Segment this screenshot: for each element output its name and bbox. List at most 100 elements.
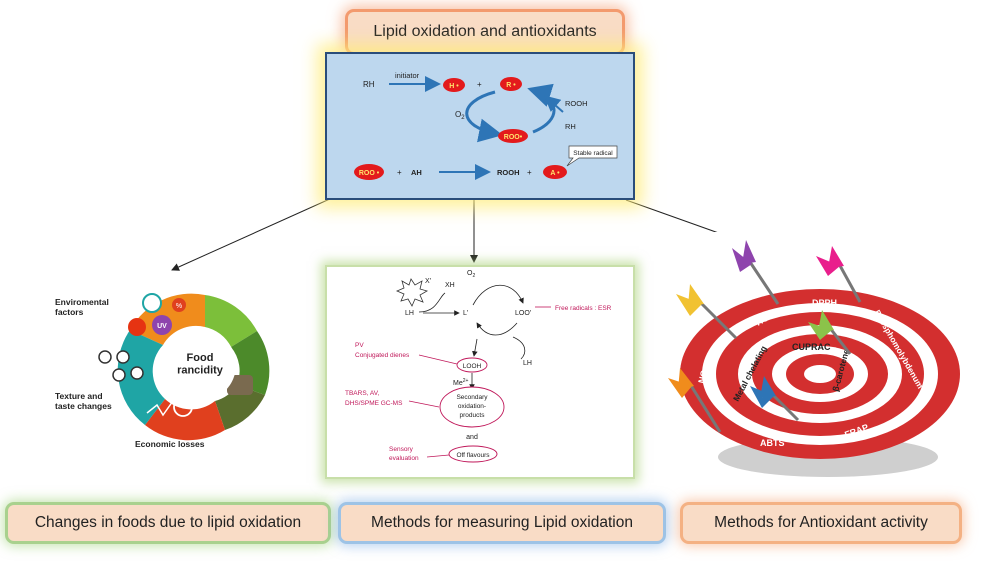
uv-icon [152, 315, 172, 335]
measuring-methods-box: Methods for measuring Lipid oxidation [341, 505, 663, 541]
dhs-label: DHS/SPME GC-MS [345, 400, 403, 407]
percent-label: % [176, 303, 182, 310]
roo-radical-label: ROO• [504, 134, 523, 141]
looh-pointer [418, 354, 458, 365]
propagation-arc-bottom [476, 322, 518, 336]
dart-shaft-magenta [836, 261, 862, 303]
arrow-to-food [171, 197, 333, 271]
abts-label: ABTS [760, 438, 785, 448]
dart-yellow [676, 284, 704, 316]
looh-oval [456, 357, 488, 373]
cycle-arc-left [465, 90, 503, 143]
mechanism-diagram: RH initiator H • + R • O2 ROOH RH ROO• R… [354, 71, 618, 180]
food-rancidity-center [164, 329, 236, 401]
percent-icon [172, 298, 186, 312]
roo-radical-oval [498, 129, 528, 143]
free-radicals-label: Free radicals : ESR [555, 305, 612, 312]
antioxidant-target-panel: DPPH HO Phosphomolybdenum Metal chelatin… [660, 232, 980, 487]
pv-label: PV [355, 342, 364, 349]
uv-label: UV [157, 323, 167, 330]
measuring-methods-panel: X' XH LH O2 L' LOO' Free radicals : ESR … [325, 265, 635, 479]
rooh-label: ROOH [565, 99, 588, 108]
propagation-to-looh [472, 338, 478, 357]
lh-label-2: LH [523, 360, 532, 367]
propagation-arc-top [472, 284, 524, 306]
changes-in-foods-label: Changes in foods due to lipid oxidation [34, 514, 302, 531]
taste-icon-3 [130, 366, 144, 380]
h-radical-oval [443, 78, 465, 92]
dart-blue [750, 376, 776, 408]
l-radical-label: L' [463, 310, 468, 317]
antioxidant-target: DPPH HO Phosphomolybdenum Metal chelatin… [668, 240, 960, 477]
roo-radical-oval-2 [354, 164, 384, 180]
dart-shaft-blue [770, 392, 800, 422]
dart-green [808, 310, 834, 340]
sensory-label-2: evaluation [389, 455, 419, 462]
secondary-pointer [408, 400, 440, 408]
taste-icon-1 [98, 350, 112, 364]
dollar-icon [173, 397, 193, 417]
o2-label: O2 [467, 270, 475, 279]
antioxidant-methods-label: Methods for Antioxidant activity [714, 514, 928, 531]
dart-orange [668, 368, 694, 398]
xh-label: XH [445, 282, 455, 289]
and-label: and [466, 434, 478, 441]
ring-segment-green [205, 295, 257, 347]
initiation-arrow [418, 292, 446, 313]
antioxidant-methods-box: Methods for Antioxidant activity [683, 505, 959, 541]
stable-callout [566, 145, 618, 167]
economic-losses-label: Economic losses [135, 439, 205, 449]
changes-in-foods-box: Changes in foods due to lipid oxidation [8, 505, 328, 541]
initiator-label: initiator [395, 71, 420, 80]
x-radical-label: X' [425, 278, 431, 285]
off-flavours-pointer [426, 454, 450, 458]
flame-icon [128, 318, 146, 336]
tbars-label: TBARS, AV, [345, 390, 380, 397]
dart-shaft-green [828, 327, 852, 355]
ah-label: AH [411, 168, 422, 177]
r-radical-oval [500, 77, 522, 91]
off-flavours-label: Off flavours [456, 452, 490, 459]
loss-chart-icon [146, 400, 174, 417]
stable-radical-label: Stable radical [573, 150, 613, 157]
lh-arc [512, 336, 526, 360]
roo-radical-label-2: ROO • [359, 170, 380, 177]
dart-shaft-orange [688, 383, 722, 433]
taste-icon-2 [116, 350, 130, 364]
dart-magenta [816, 246, 844, 276]
rh-label: RH [363, 80, 375, 89]
cycle-arc-right [527, 83, 556, 134]
a-radical-oval [543, 165, 567, 179]
secondary-label-3: products [460, 412, 486, 419]
looh-label: LOOH [463, 363, 482, 370]
rooh-arrow [543, 95, 564, 113]
dpph-label: DPPH [812, 298, 837, 308]
h-radical-label: H • [449, 83, 459, 90]
secondary-label-2: oxidation- [458, 403, 486, 410]
loo-label: LOO' [515, 310, 531, 317]
dart-shaft-yellow [698, 300, 738, 340]
rh-label-2: RH [565, 122, 576, 131]
bacteria-icon [142, 293, 162, 313]
measuring-methods-label: Methods for measuring Lipid oxidation [371, 514, 633, 531]
off-flavours-oval [448, 445, 498, 463]
cuprac-label: CUPRAC [792, 342, 831, 352]
spoiled-food-icon [227, 375, 253, 395]
secondary-oval [439, 386, 505, 428]
conjugated-dienes-label: Conjugated dienes [355, 352, 410, 359]
r-radical-label: R • [506, 82, 516, 89]
main-title: Lipid oxidation and antioxidants [348, 12, 622, 52]
plus-1: + [477, 80, 482, 89]
plus-3: + [527, 168, 532, 177]
mechanism-box: RH initiator H • + R • O2 ROOH RH ROO• R… [325, 52, 635, 200]
taste-icon-4 [112, 368, 126, 382]
ring-segment-olive [215, 385, 265, 430]
me-label: Me2+ [453, 378, 469, 387]
measuring-methods-diagram: X' XH LH O2 L' LOO' Free radicals : ESR … [345, 270, 612, 463]
dart-shaft-purple [748, 261, 780, 305]
